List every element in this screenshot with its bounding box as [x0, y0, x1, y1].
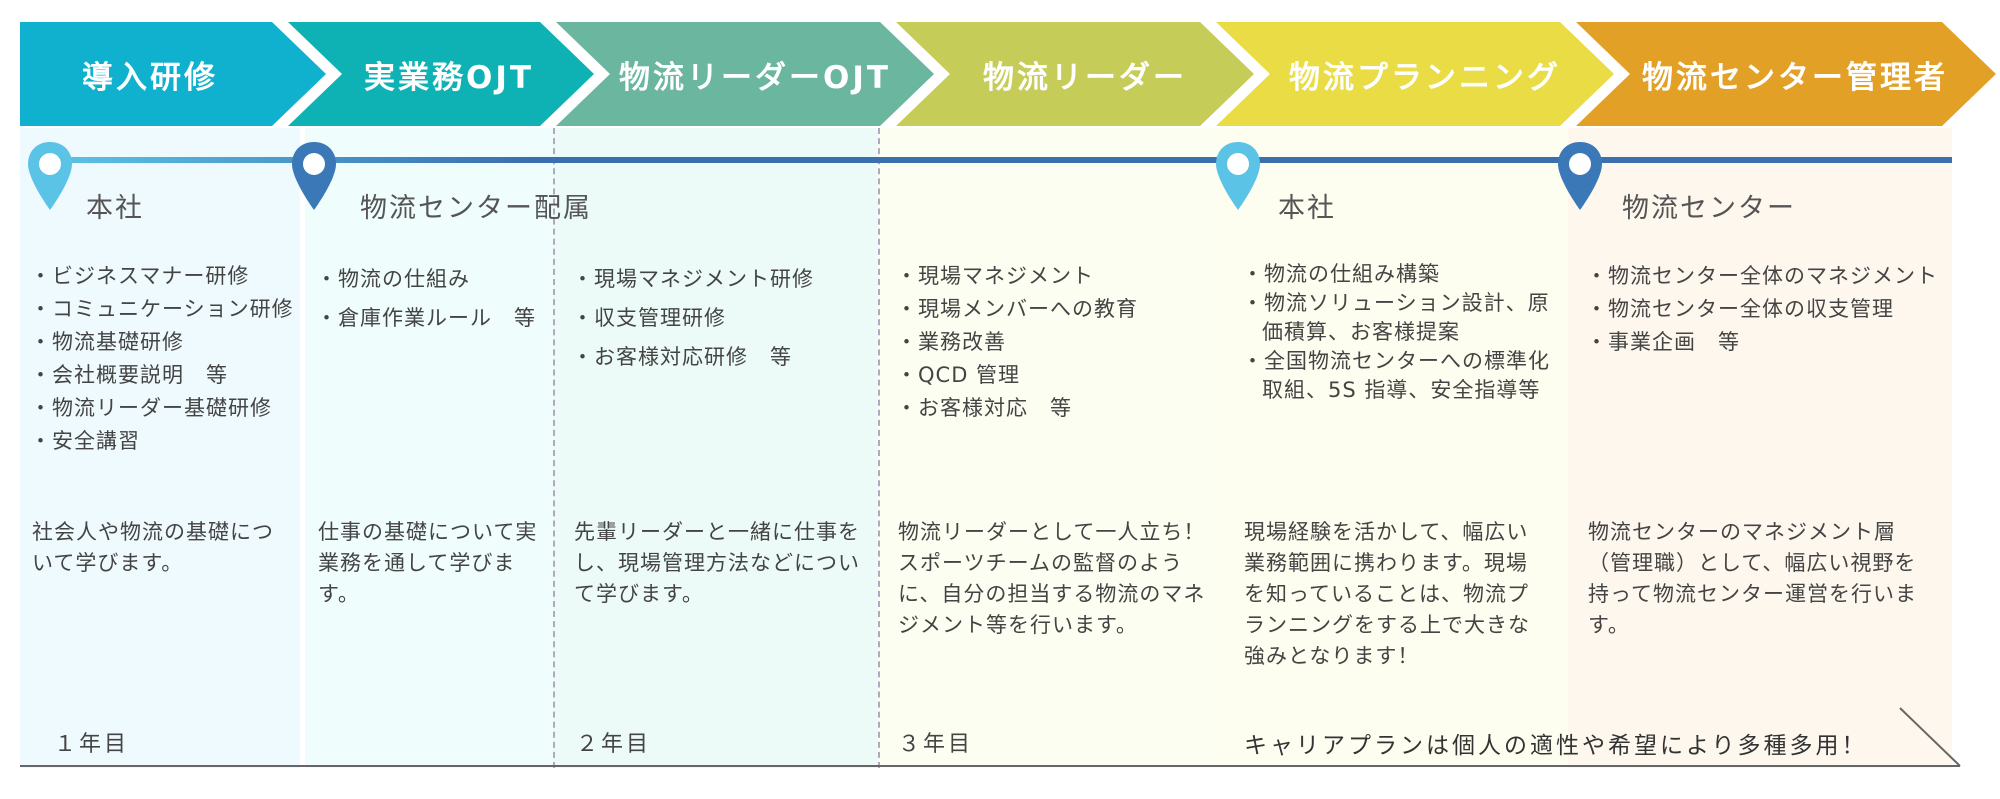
list-item: 物流の仕組み構築 [1242, 260, 1554, 289]
item-list-leader: 現場マネジメント 現場メンバーへの教育 業務改善 QCD 管理 お客様対応 等 [896, 260, 1206, 425]
year-divider-2 [553, 128, 555, 768]
location-pin-icon [28, 142, 72, 210]
stage-label-manager: 物流センター管理者 [1642, 59, 1948, 96]
career-plan-note: キャリアプランは個人の適性や希望により多種多用！ [1244, 733, 1868, 759]
stage-label-intro: 導入研修 [82, 59, 218, 96]
description-leader: 物流リーダーとして一人立ち！スポーツチームの監督のように、自分の担当する物流のマ… [898, 520, 1206, 637]
list-item: ビジネスマナー研修 [30, 260, 300, 293]
year-label-1: １年目 [54, 732, 130, 757]
description-ojt: 仕事の基礎について実業務を通して学びます。 [318, 520, 538, 606]
item-list-manager: 物流センター全体のマネジメント 物流センター全体の収支管理 事業企画 等 [1586, 260, 1948, 359]
description-leader-ojt: 先輩リーダーと一緒に仕事をし、現場管理方法などについて学びます。 [574, 520, 860, 606]
stage-label-leader-ojt: 物流リーダーOJT [618, 59, 892, 96]
year-label-3: ３年目 [898, 732, 974, 757]
panel-ojt [305, 128, 553, 768]
description-planning: 現場経験を活かして、幅広い業務範囲に携わります。現場を知っていることは、物流プラ… [1244, 520, 1530, 668]
list-item: 物流センター全体のマネジメント [1586, 260, 1948, 293]
year-divider-3 [878, 128, 880, 768]
item-list-planning: 物流の仕組み構築 物流ソリューション設計、原価積算、お客様提案 全国物流センター… [1242, 260, 1554, 405]
stage-arrow-leader-ojt [556, 22, 934, 126]
list-item: 安全講習 [30, 425, 300, 458]
list-item: 物流の仕組み [316, 260, 552, 299]
location-label-center: 物流センター [1622, 193, 1796, 224]
list-item: 全国物流センターへの標準化取組、5S 指導、安全指導等 [1242, 347, 1554, 405]
stage-label-ojt: 実業務OJT [363, 59, 535, 96]
panel-leader [878, 128, 1218, 768]
list-item: 業務改善 [896, 326, 1206, 359]
list-item: 収支管理研修 [572, 299, 872, 338]
location-label-honsha: 本社 [1278, 193, 1336, 224]
stage-arrow-intro [20, 22, 326, 126]
description-manager: 物流センターのマネジメント層（管理職）として、幅広い視野を持って物流センター運営… [1588, 520, 1917, 637]
item-list-intro: ビジネスマナー研修 コミュニケーション研修 物流基礎研修 会社概要説明 等 物流… [30, 260, 300, 458]
list-item: 物流ソリューション設計、原価積算、お客様提案 [1242, 289, 1554, 347]
list-item: 現場マネジメント研修 [572, 260, 872, 299]
list-item: お客様対応研修 等 [572, 338, 872, 377]
list-item: コミュニケーション研修 [30, 293, 300, 326]
list-item: 物流センター全体の収支管理 [1586, 293, 1948, 326]
list-item: 物流基礎研修 [30, 326, 300, 359]
list-item: 倉庫作業ルール 等 [316, 299, 552, 338]
item-list-leader-ojt: 現場マネジメント研修 収支管理研修 お客様対応研修 等 [572, 260, 872, 377]
stage-arrow-manager [1576, 22, 1996, 126]
location-label-honsha: 本社 [86, 193, 144, 224]
panel-manager [1568, 128, 1952, 768]
list-item: 現場マネジメント [896, 260, 1206, 293]
panel-planning [1218, 128, 1568, 768]
description-intro: 社会人や物流の基礎について学びます。 [32, 520, 274, 575]
stage-arrows [20, 22, 1996, 126]
location-pin-icon [292, 142, 336, 210]
stage-label-leader: 物流リーダー [983, 59, 1187, 96]
list-item: お客様対応 等 [896, 392, 1206, 425]
list-item: QCD 管理 [896, 359, 1206, 392]
stage-arrow-ojt [288, 22, 594, 126]
stage-arrow-leader [896, 22, 1254, 126]
stage-arrow-planning [1216, 22, 1614, 126]
item-list-ojt: 物流の仕組み 倉庫作業ルール 等 [316, 260, 552, 338]
year-label-2: ２年目 [576, 732, 652, 757]
panel-leader-ojt [553, 128, 878, 768]
list-item: 現場メンバーへの教育 [896, 293, 1206, 326]
timeline-line [50, 157, 1952, 163]
location-pin-icon [1216, 142, 1260, 210]
location-label-center-assignment: 物流センター配属 [360, 193, 592, 224]
list-item: 事業企画 等 [1586, 326, 1948, 359]
location-pin-icon [1558, 142, 1602, 210]
timeline-axis [20, 707, 1961, 767]
stage-label-planning: 物流プランニング [1289, 59, 1561, 96]
list-item: 物流リーダー基礎研修 [30, 392, 300, 425]
list-item: 会社概要説明 等 [30, 359, 300, 392]
